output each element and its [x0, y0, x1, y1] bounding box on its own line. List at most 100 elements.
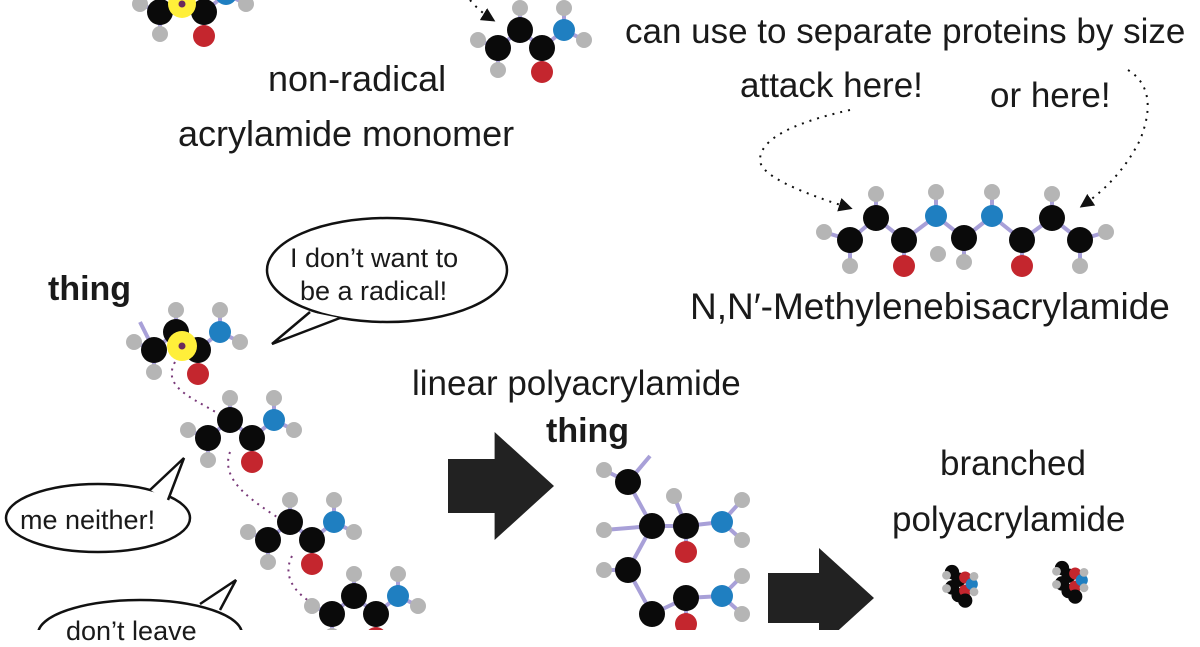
hydrogen-atom	[132, 0, 148, 12]
carbon-atom	[341, 583, 367, 609]
speech-bubble-me-neither	[4, 482, 192, 554]
hydrogen-atom	[1098, 224, 1114, 240]
hydrogen-atom	[390, 566, 406, 582]
hydrogen-atom	[1079, 568, 1089, 577]
oxygen-atom	[893, 255, 915, 277]
nitrogen-atom	[1075, 574, 1088, 587]
bis-acrylamide-name: N,N′-Methylenebisacrylamide	[690, 286, 1170, 327]
hydrogen-atom	[1044, 186, 1060, 202]
electron-path-3	[287, 555, 331, 613]
speech-bubble-me-neither-tail	[149, 457, 186, 501]
hydrogen-atom	[816, 224, 832, 240]
nitrogen-atom	[387, 585, 409, 607]
carbon-atom	[639, 601, 665, 627]
radical-electron-dot	[178, 342, 186, 350]
carbon-atom	[191, 0, 217, 25]
diagram-canvas	[4, 0, 1149, 630]
nitrogen-atom	[209, 321, 231, 343]
hydrogen-atom	[842, 258, 858, 274]
hydrogen-atom	[734, 492, 750, 508]
hydrogen-atom	[1072, 258, 1088, 274]
radical-electron-dot	[178, 0, 186, 8]
nitrogen-atom	[216, 0, 236, 5]
hydrogen-atom	[222, 390, 238, 406]
carbon-atom	[958, 593, 973, 608]
hydrogen-atom	[734, 606, 750, 622]
hydrogen-atom	[212, 302, 228, 318]
hydrogen-atom	[126, 334, 142, 350]
nitrogen-atom	[711, 511, 733, 533]
hydrogen-atom	[734, 532, 750, 548]
caption-top: can use to separate proteins by size	[625, 12, 1186, 51]
speech-bubble-dont-want-tail	[271, 311, 341, 346]
hydrogen-atom	[942, 584, 951, 593]
oxygen-atom	[301, 553, 323, 575]
bubble-text-me-neither: me neither!	[20, 505, 156, 535]
hydrogen-atom	[576, 32, 592, 48]
non-radical-label-line1: non-radical	[268, 58, 447, 99]
carbon-atom	[363, 601, 389, 627]
oxygen-atom	[675, 613, 697, 630]
nitrogen-atom	[981, 205, 1003, 227]
hydrogen-atom	[266, 390, 282, 406]
carbon-atom	[277, 509, 303, 535]
hydrogen-atom	[596, 562, 612, 578]
branched-label-line2: polyacrylamide	[892, 500, 1126, 539]
hydrogen-atom	[470, 32, 486, 48]
carbon-atom	[299, 527, 325, 553]
hydrogen-atom	[868, 186, 884, 202]
hydrogen-atom	[286, 422, 302, 438]
carbon-atom	[863, 205, 889, 231]
attack-arrow-left	[758, 109, 853, 212]
hydrogen-atom	[260, 554, 276, 570]
oxygen-atom	[675, 541, 697, 563]
shapes-layer	[4, 0, 874, 630]
nitrogen-atom	[553, 19, 575, 41]
hydrogen-atom	[304, 598, 320, 614]
hydrogen-atom	[282, 492, 298, 508]
hydrogen-atom	[232, 334, 248, 350]
hydrogen-atom	[410, 598, 426, 614]
carbon-atom	[1039, 205, 1065, 231]
oxygen-atom	[531, 61, 553, 83]
radical-highlight	[168, 0, 196, 18]
hydrogen-atom	[240, 524, 256, 540]
hydrogen-atom	[512, 0, 528, 16]
carbon-atom	[639, 513, 665, 539]
carbon-atom	[1067, 227, 1093, 253]
hydrogen-atom	[928, 184, 944, 200]
nitrogen-atom	[925, 205, 947, 227]
carbon-atom	[837, 227, 863, 253]
big-arrow-branched	[768, 548, 874, 630]
carbon-atom	[529, 35, 555, 61]
attack-here-label: attack here!	[740, 66, 923, 105]
carbon-atom	[217, 407, 243, 433]
oxygen-atom	[187, 363, 209, 385]
oxygen-atom	[368, 627, 384, 630]
hydrogen-atom	[666, 488, 682, 504]
carbon-atom	[673, 513, 699, 539]
hydrogen-atom	[346, 524, 362, 540]
oxygen-atom	[241, 451, 263, 473]
thing-label-left: thing	[48, 270, 132, 308]
carbon-atom	[615, 469, 641, 495]
hydrogen-atom	[984, 184, 1000, 200]
nitrogen-atom	[711, 585, 733, 607]
bubble-text-dont-want-line1: I don’t want to	[290, 243, 459, 273]
carbon-atom	[673, 585, 699, 611]
thing-label-mid: thing	[546, 412, 630, 450]
atoms-layer	[126, 0, 1114, 630]
branched-label-line1: branched	[940, 444, 1086, 483]
nitrogen-atom	[323, 511, 345, 533]
carbon-atom	[319, 601, 345, 627]
hydrogen-atom	[596, 522, 612, 538]
hydrogen-atom	[930, 246, 946, 262]
hydrogen-atom	[956, 254, 972, 270]
hydrogen-atom	[346, 566, 362, 582]
carbon-atom	[141, 337, 167, 363]
hydrogen-atom	[238, 0, 254, 12]
bubble-text-dont-want-line2: be a radical!	[300, 276, 448, 306]
hydrogen-atom	[1079, 583, 1089, 593]
carbon-atom	[239, 425, 265, 451]
carbon-atom	[615, 557, 641, 583]
